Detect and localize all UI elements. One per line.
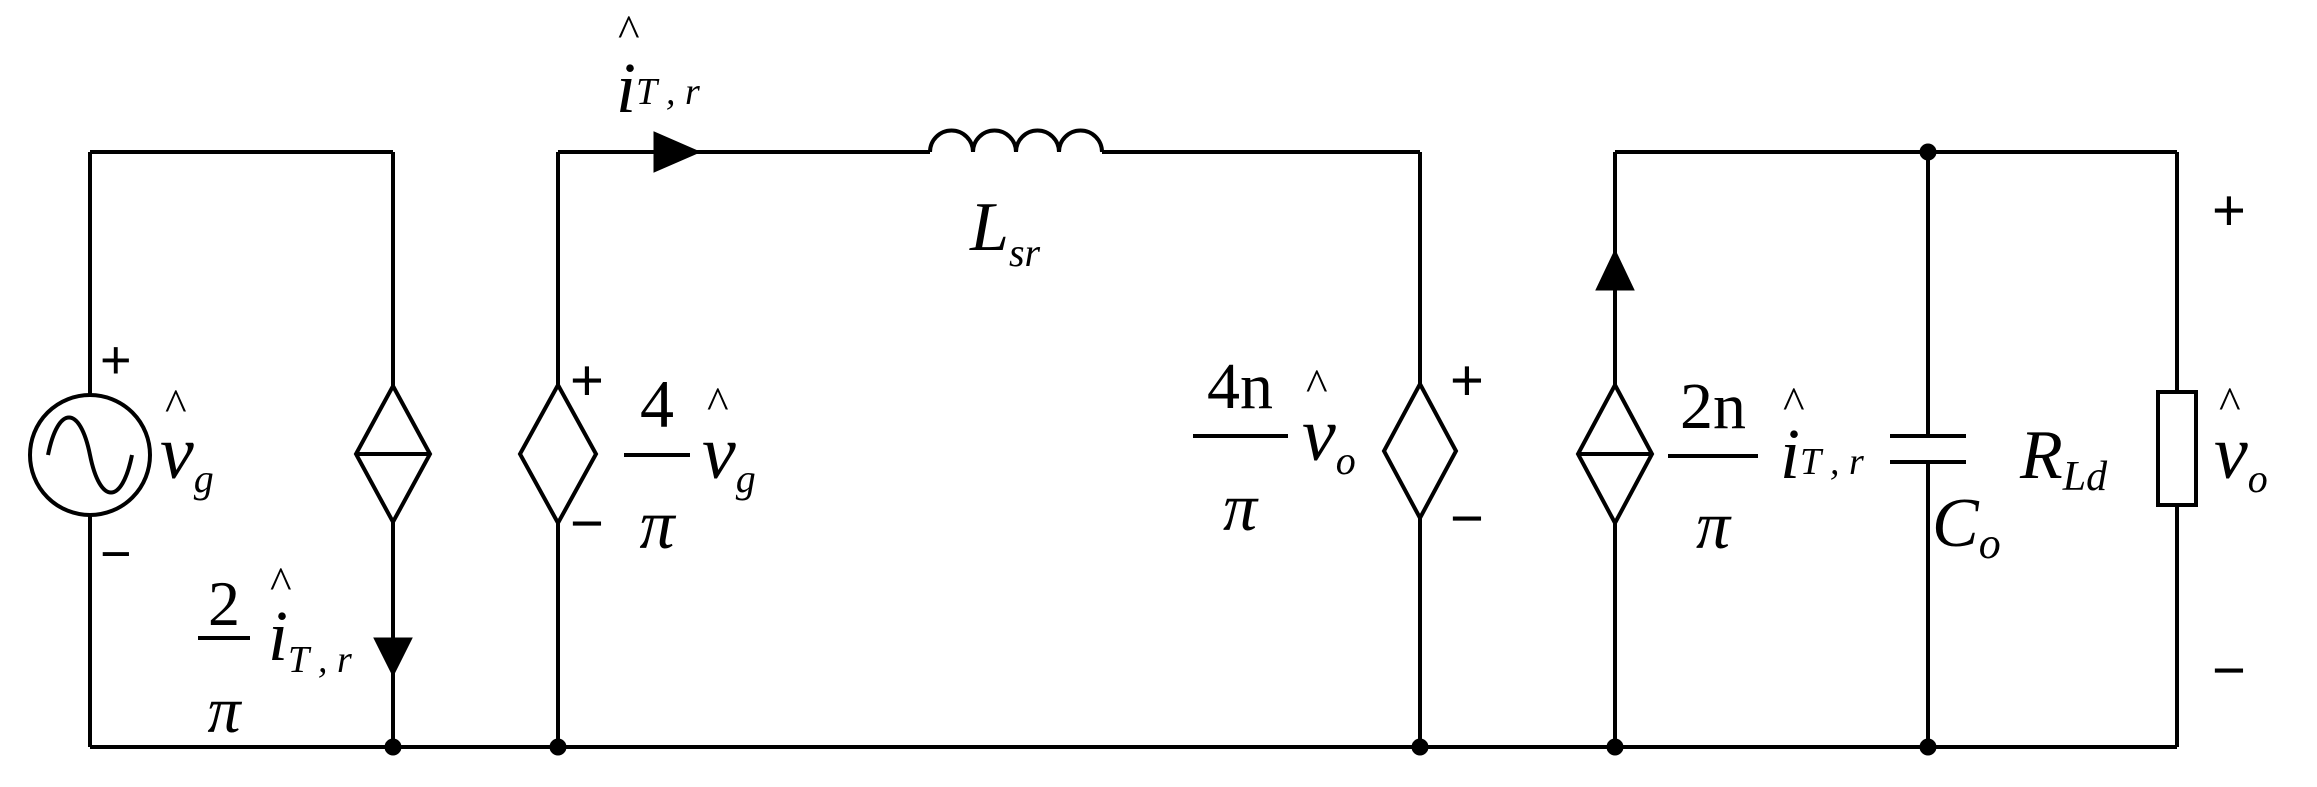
load-resistor: RLd bbox=[2019, 390, 2198, 507]
fraction-numerator: 2 bbox=[208, 568, 240, 639]
fraction-numerator: 4 bbox=[640, 366, 674, 442]
junction-dot bbox=[384, 738, 402, 756]
source-label: vg bbox=[160, 411, 214, 501]
current-label-hat: ^ bbox=[270, 557, 292, 608]
voltage-label-hat: ^ bbox=[707, 377, 729, 428]
current-label-hat: ^ bbox=[1783, 377, 1805, 428]
source-plus-sign: + bbox=[570, 348, 604, 413]
junction-dot bbox=[549, 738, 567, 756]
current-arrow-up-icon bbox=[1595, 248, 1635, 291]
resonant-current-label: iT , r bbox=[616, 48, 700, 128]
voltage-label: vg bbox=[702, 411, 756, 501]
ac-voltage-source: + − ^ vg bbox=[28, 330, 214, 584]
fraction-numerator: 2n bbox=[1680, 370, 1746, 443]
resonant-current: ^ iT , r bbox=[616, 5, 702, 173]
source-minus-sign: − bbox=[570, 491, 604, 556]
diamond-source-symbol bbox=[1381, 379, 1459, 523]
fraction-denominator: π bbox=[639, 487, 676, 564]
output-capacitor: Co bbox=[1890, 434, 2001, 568]
source-plus-sign: + bbox=[1450, 348, 1484, 413]
diamond-source-symbol bbox=[517, 380, 599, 528]
output-voltage: + − ^ vo bbox=[2212, 178, 2268, 703]
voltage-label: vo bbox=[1302, 393, 1356, 483]
primary-dependent-current-source: 2 π ^ iT , r bbox=[198, 381, 433, 747]
junction-dots bbox=[384, 143, 1937, 756]
primary-dependent-voltage-source: + − 4 π ^ vg bbox=[517, 348, 756, 564]
current-label: iT , r bbox=[1780, 414, 1864, 494]
fraction-denominator: π bbox=[1223, 469, 1259, 545]
output-plus-sign: + bbox=[2212, 178, 2246, 243]
junction-dot bbox=[1919, 738, 1937, 756]
current-arrow-down-icon bbox=[373, 637, 413, 678]
current-arrow-right-icon bbox=[653, 131, 702, 173]
capacitor-label: Co bbox=[1932, 485, 2001, 568]
sine-wave-icon bbox=[46, 415, 134, 495]
junction-dot bbox=[1606, 738, 1624, 756]
source-label-hat: ^ bbox=[165, 379, 187, 430]
load-label: RLd bbox=[2019, 417, 2108, 500]
reflected-dependent-voltage-source: + − 4n π ^ vo bbox=[1193, 348, 1484, 551]
fraction-denominator: π bbox=[1696, 487, 1732, 563]
inductor: Lsr bbox=[928, 128, 1104, 275]
voltage-label-hat: ^ bbox=[1306, 359, 1328, 410]
current-label: iT , r bbox=[268, 596, 352, 681]
junction-dot bbox=[1919, 143, 1937, 161]
inductor-label: Lsr bbox=[969, 189, 1041, 275]
junction-dot bbox=[1411, 738, 1429, 756]
fraction-numerator: 4n bbox=[1207, 350, 1273, 423]
resonant-current-hat: ^ bbox=[618, 5, 640, 56]
output-minus-sign: − bbox=[2212, 638, 2246, 703]
output-label: vo bbox=[2214, 411, 2268, 501]
inductor-coil-symbol bbox=[928, 128, 1104, 153]
fraction-denominator: π bbox=[207, 674, 242, 747]
source-minus-sign: − bbox=[1450, 486, 1484, 551]
resistor-symbol bbox=[2156, 390, 2198, 507]
source-minus-sign: − bbox=[100, 524, 132, 584]
secondary-dependent-current-source: 2n π ^ iT , r bbox=[1575, 248, 1864, 563]
source-plus-sign: + bbox=[100, 330, 132, 390]
output-label-hat: ^ bbox=[2219, 377, 2241, 428]
